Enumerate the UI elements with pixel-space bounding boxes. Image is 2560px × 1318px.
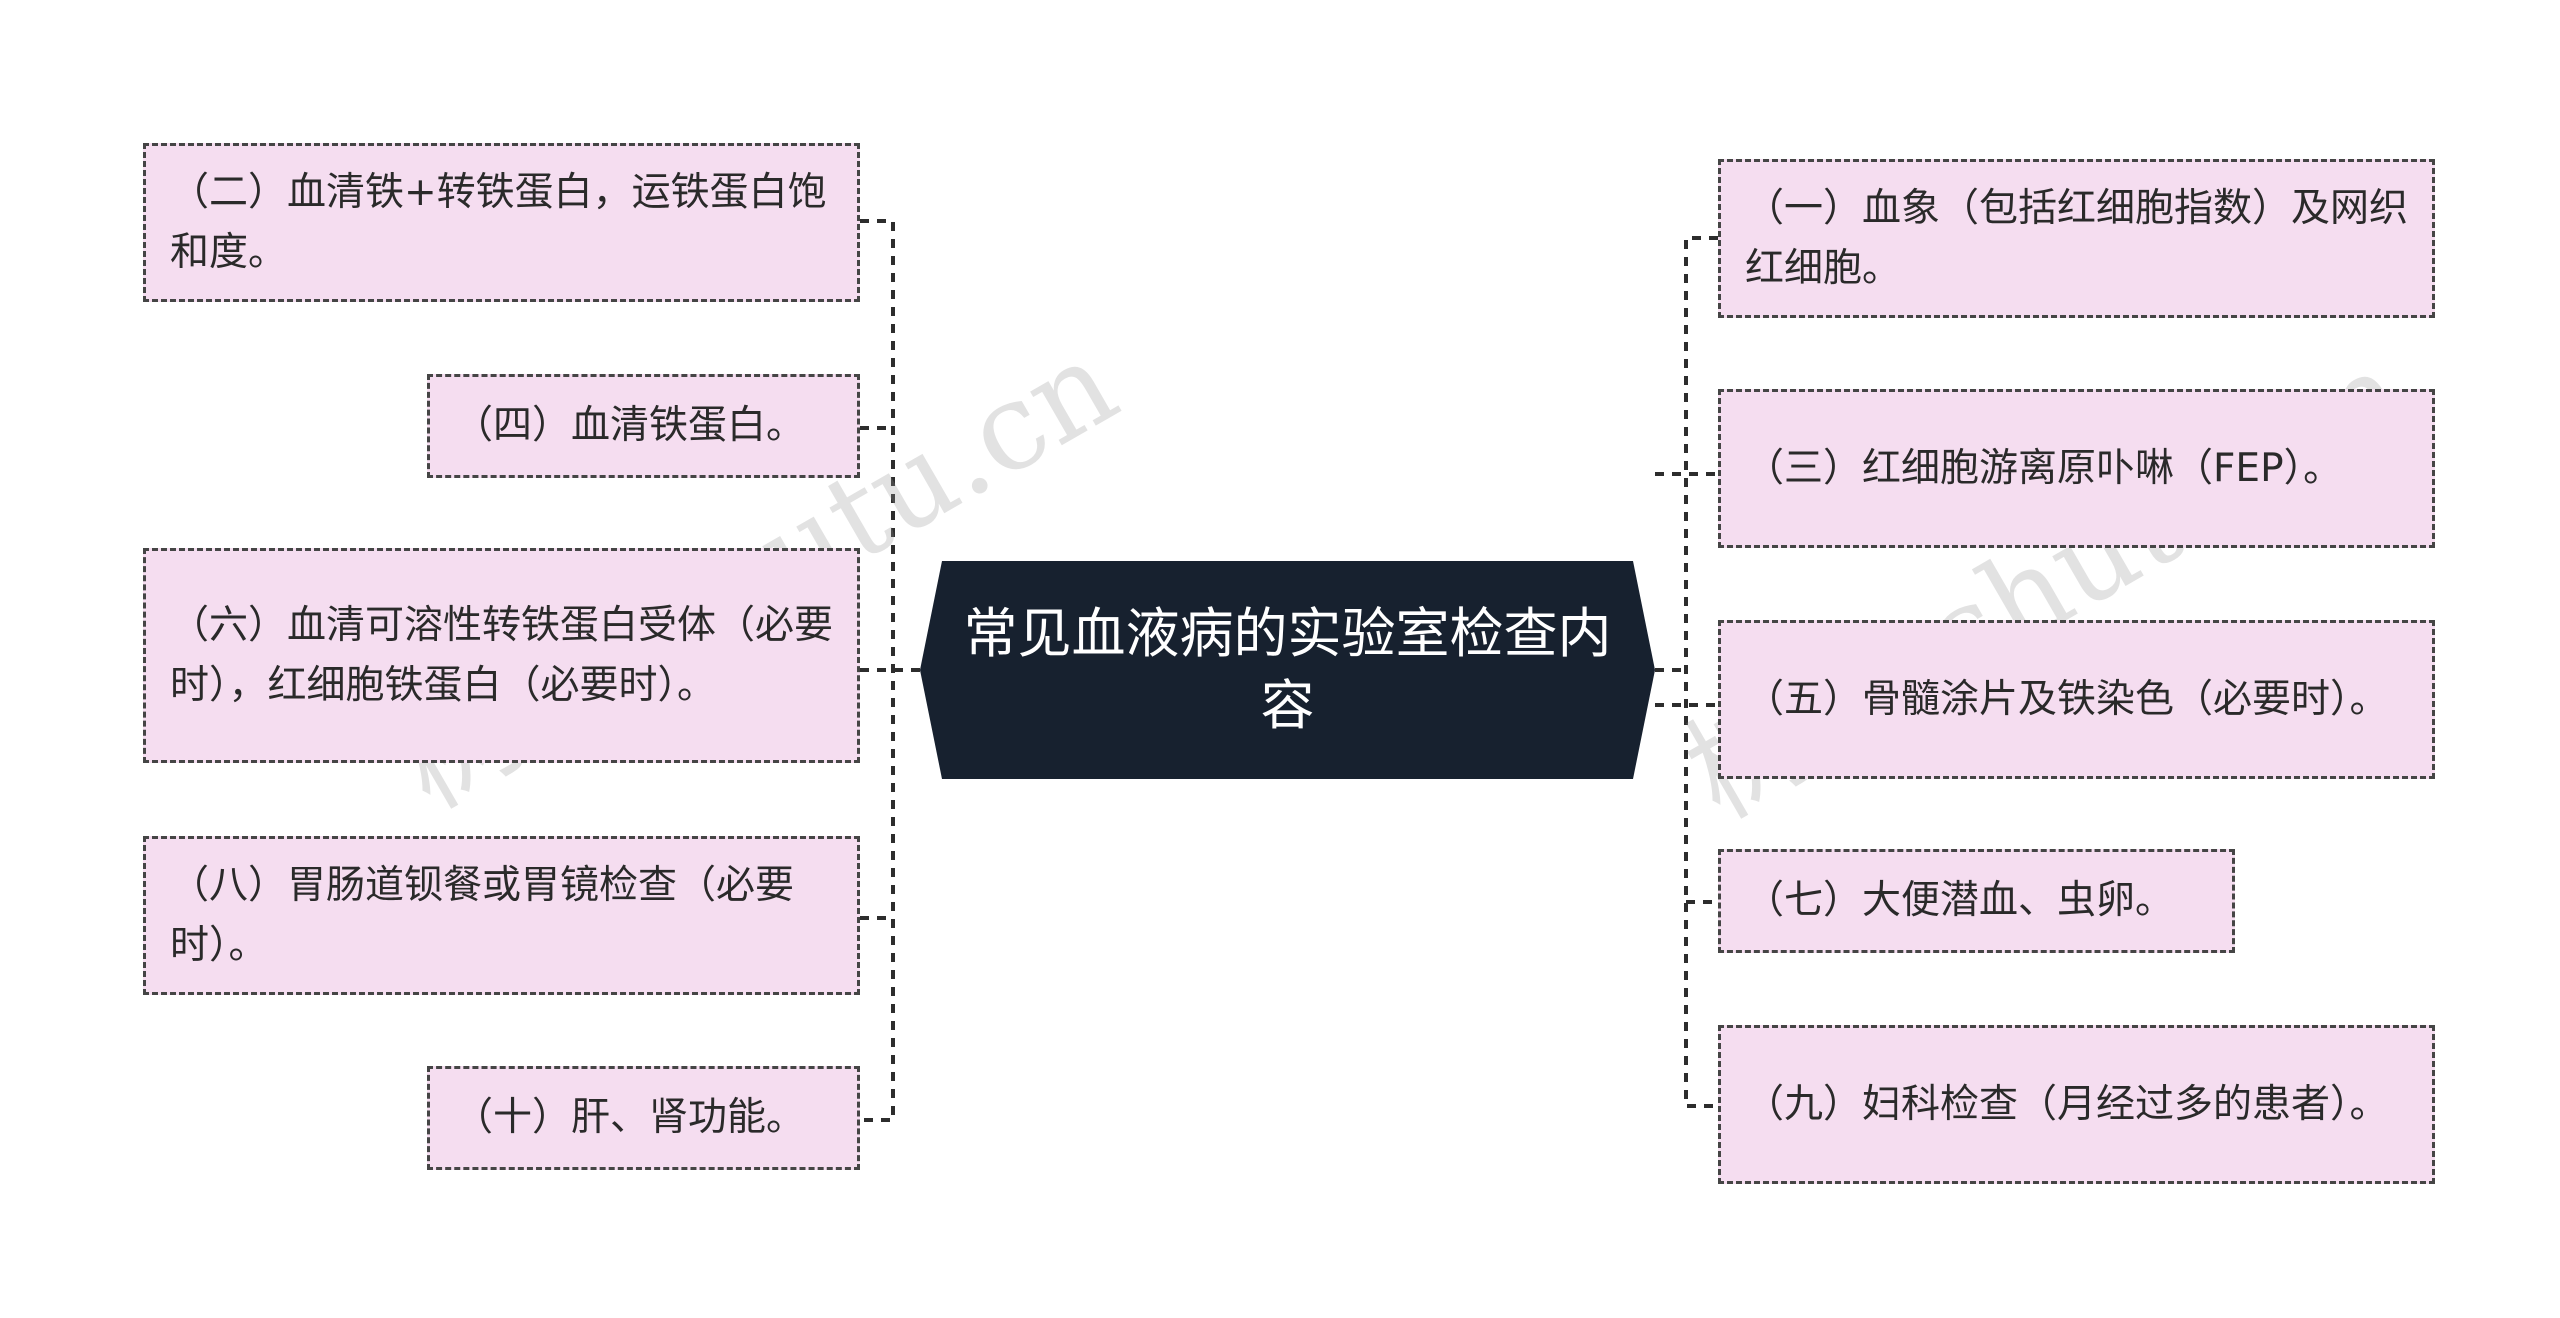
- topic-node-5[interactable]: （五）骨髓涂片及铁染色（必要时）。: [1718, 620, 2435, 779]
- topic-node-4[interactable]: （四）血清铁蛋白。: [427, 374, 860, 478]
- topic-node-10[interactable]: （十）肝、肾功能。: [427, 1066, 860, 1170]
- topic-node-8[interactable]: （八）胃肠道钡餐或胃镜检查（必要时）。: [143, 836, 860, 995]
- topic-node-label: （三）红细胞游离原卟啉（FEP）。: [1745, 445, 2343, 491]
- central-topic-title: 常见血液病的实验室检查内容: [963, 602, 1612, 737]
- right-connector-trunk: [1684, 236, 1718, 1108]
- central-topic[interactable]: 常见血液病的实验室检查内容: [920, 561, 1655, 779]
- topic-node-label: （八）胃肠道钡餐或胃镜检查（必要时）。: [170, 862, 795, 968]
- topic-node-label: （一）血象（包括红细胞指数）及网织红细胞。: [1745, 185, 2409, 291]
- topic-node-3[interactable]: （三）红细胞游离原卟啉（FEP）。: [1718, 389, 2435, 548]
- topic-node-label: （二）血清铁+转铁蛋白，运铁蛋白饱和度。: [170, 169, 827, 275]
- topic-node-label: （七）大便潜血、虫卵。: [1745, 878, 2175, 923]
- topic-node-label: （四）血清铁蛋白。: [454, 403, 806, 448]
- topic-node-1[interactable]: （一）血象（包括红细胞指数）及网织红细胞。: [1718, 159, 2435, 318]
- topic-node-label: （五）骨髓涂片及铁染色（必要时）。: [1745, 676, 2389, 722]
- topic-node-6[interactable]: （六）血清可溶性转铁蛋白受体（必要时），红细胞铁蛋白（必要时）。: [143, 548, 860, 763]
- topic-node-7[interactable]: （七）大便潜血、虫卵。: [1718, 849, 2235, 953]
- topic-node-9[interactable]: （九）妇科检查（月经过多的患者）。: [1718, 1025, 2435, 1184]
- topic-node-2[interactable]: （二）血清铁+转铁蛋白，运铁蛋白饱和度。: [143, 143, 860, 302]
- central-topic-shape: [920, 561, 1655, 779]
- left-connector-trunk: [860, 219, 895, 1122]
- topic-node-label: （六）血清可溶性转铁蛋白受体（必要时），红细胞铁蛋白（必要时）。: [170, 602, 834, 708]
- topic-node-label: （十）肝、肾功能。: [454, 1095, 806, 1140]
- topic-node-label: （九）妇科检查（月经过多的患者）。: [1745, 1081, 2389, 1127]
